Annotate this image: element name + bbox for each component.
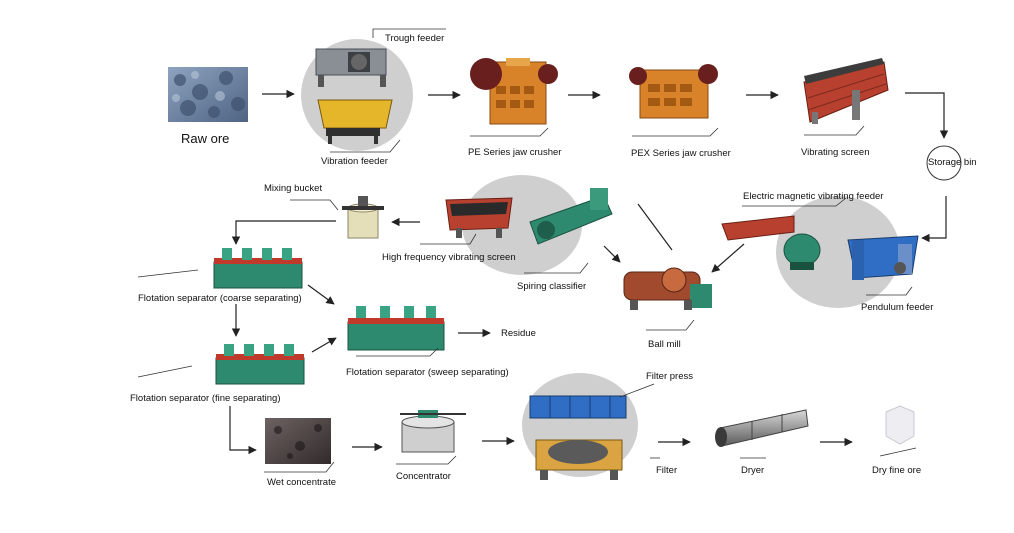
flow-arrows (229, 89, 949, 455)
label-flotation-fine: Flotation separator (fine separating) (130, 393, 281, 404)
label-pe-crusher: PE Series jaw crusher (468, 147, 562, 158)
arrow-fine-to-sweep (311, 337, 337, 353)
label-residue: Residue (501, 328, 536, 339)
arrow-classifier-to-mill (603, 245, 621, 263)
storage-bin-circle (926, 145, 962, 181)
label-vibrating-screen: Vibrating screen (801, 147, 870, 158)
dry-fine-ore-image (885, 405, 915, 445)
pendulum-feeder-image (847, 235, 919, 280)
vibration-feeder-image (317, 99, 393, 144)
pex-jaw-crusher-image (629, 64, 718, 119)
arrow-screen-to-bin (905, 92, 949, 139)
ball-mill-image (623, 267, 712, 310)
em-vibrating-feeder-image (721, 215, 821, 270)
label-storage-bin: Storage bin (928, 157, 977, 168)
arrow-classifier-return (637, 203, 673, 251)
vibrating-screen-image (803, 58, 889, 124)
label-filter: Filter (656, 465, 678, 476)
mixing-bucket-image (342, 196, 384, 239)
filter-image (535, 439, 623, 480)
arrow-fine-to-wet (229, 406, 257, 455)
halo-feeder-right (776, 196, 900, 308)
label-mixing-bucket: Mixing bucket (264, 183, 323, 194)
arrow-bin-to-pendulum (921, 196, 947, 243)
arrow-bucket-to-coarse (231, 220, 336, 245)
dryer-image (715, 409, 809, 447)
spiral-classifier-image (529, 188, 613, 245)
label-em-vibrating-feeder: Electric magnetic vibrating feeder (743, 191, 884, 202)
label-raw-ore: Raw ore (181, 131, 230, 146)
arrow-coarse-to-sweep (307, 284, 335, 305)
hf-vibrating-screen-image (445, 197, 513, 238)
flotation-fine-image (215, 344, 305, 385)
label-dry-fine-ore: Dry fine ore (872, 465, 922, 476)
raw-ore-image (168, 67, 248, 122)
concentrator-image (400, 410, 466, 453)
label-concentrator: Concentrator (396, 471, 451, 482)
label-flotation-coarse: Flotation separator (coarse separating) (138, 293, 302, 304)
label-vibration-feeder: Vibration feeder (321, 156, 388, 167)
arrow-feeder-to-mill (711, 243, 745, 273)
label-pex-crusher: PEX Series jaw crusher (631, 148, 731, 159)
leader-lines (137, 28, 917, 473)
label-hf-vibrating-screen: High frequency vibrating screen (382, 252, 516, 263)
label-spiral-classifier: Spiring classifier (517, 281, 587, 292)
label-trough-feeder: Trough feeder (385, 33, 445, 44)
pe-jaw-crusher-image (470, 58, 558, 125)
trough-feeder-image (315, 48, 387, 87)
label-ball-mill: Ball mill (648, 339, 681, 350)
flotation-coarse-image (213, 248, 303, 289)
label-pendulum-feeder: Pendulum feeder (861, 302, 934, 313)
label-wet-concentrate: Wet concentrate (267, 477, 337, 488)
wet-concentrate-image (265, 418, 331, 464)
filter-press-image (529, 395, 627, 419)
label-dryer: Dryer (741, 465, 765, 476)
flotation-sweep-image (347, 306, 445, 351)
label-flotation-sweep: Flotation separator (sweep separating) (346, 367, 509, 378)
label-filter-press: Filter press (646, 371, 693, 382)
